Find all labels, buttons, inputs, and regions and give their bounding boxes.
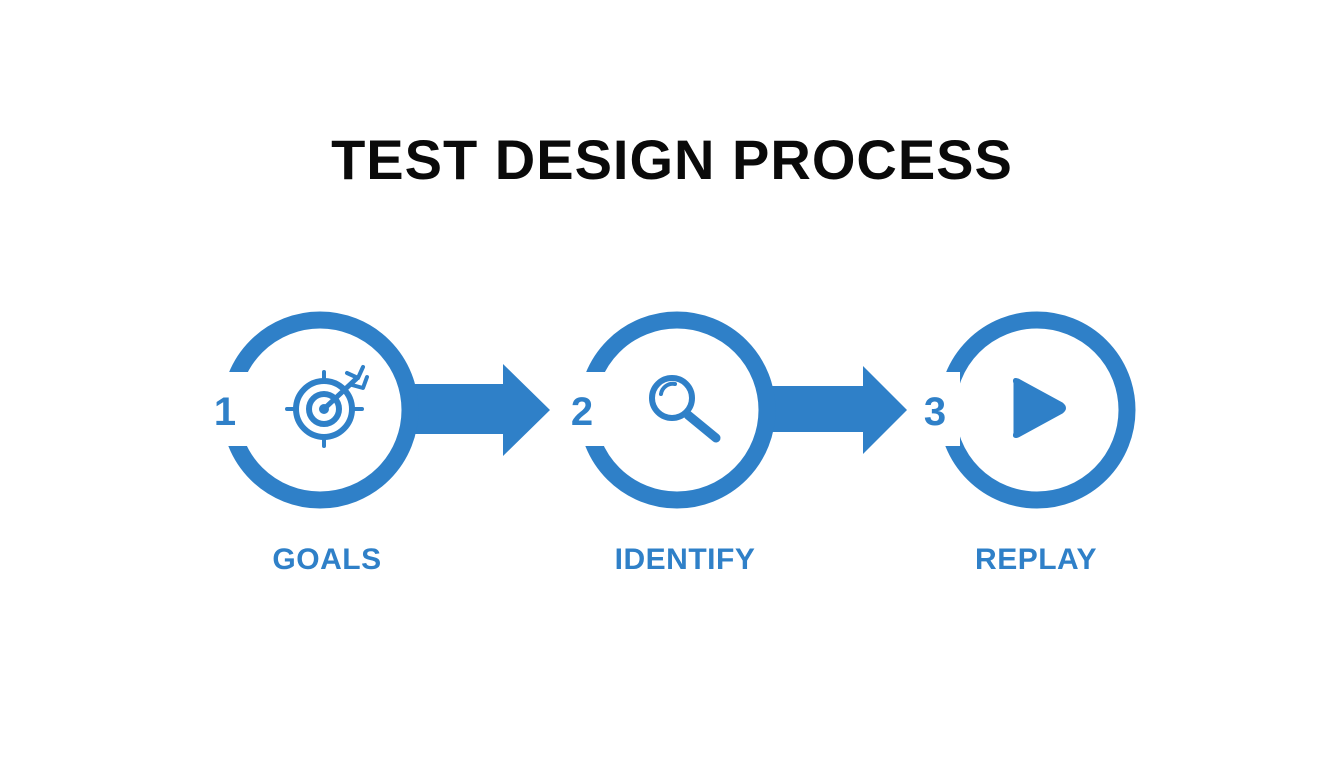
page-title: TEST DESIGN PROCESS bbox=[331, 128, 1013, 191]
target-arrow-icon bbox=[285, 365, 369, 448]
step-3-ring bbox=[938, 311, 1136, 509]
arrow-2-to-3 bbox=[765, 366, 907, 454]
magnifier-icon bbox=[649, 375, 721, 443]
step-3-label: REPLAY bbox=[975, 543, 1097, 576]
step-1-ring bbox=[221, 311, 419, 509]
arrow-1-to-2 bbox=[410, 364, 550, 456]
step-1: 1 bbox=[214, 311, 419, 509]
step-2: 2 bbox=[571, 311, 776, 509]
play-icon bbox=[1012, 377, 1066, 439]
step-3-number: 3 bbox=[924, 390, 946, 434]
step-3: 3 bbox=[924, 311, 1136, 509]
step-1-label: GOALS bbox=[272, 543, 382, 576]
step-2-label: IDENTIFY bbox=[614, 543, 756, 576]
step-2-number: 2 bbox=[571, 390, 593, 434]
step-1-number: 1 bbox=[214, 390, 236, 434]
step-2-ring bbox=[578, 311, 776, 509]
